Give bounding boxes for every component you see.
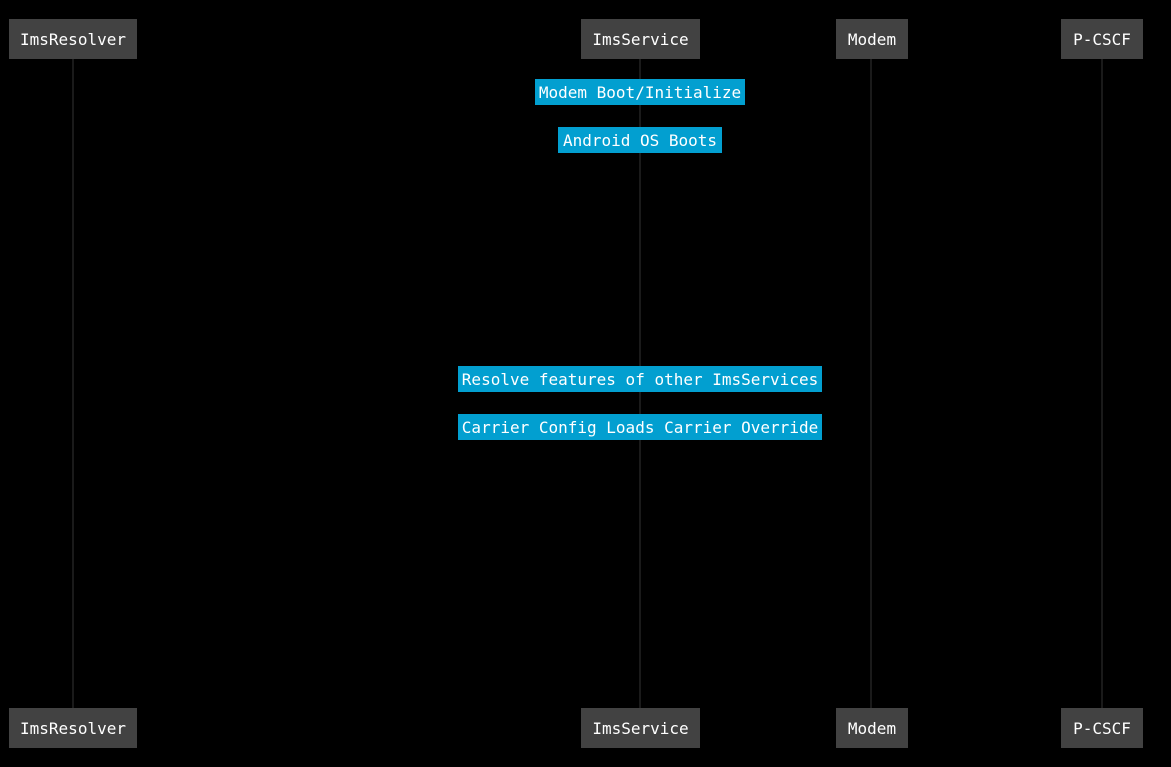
participant-label: ImsService [592,718,689,738]
participant-label: ImsService [592,29,689,49]
participant-label: P-CSCF [1073,29,1131,49]
participant-modem-bottom[interactable]: Modem [836,708,908,748]
participant-label: ImsResolver [20,29,126,49]
note-carrier-config: Carrier Config Loads Carrier Override [458,414,822,440]
lifeline-p-cscf [1101,59,1103,708]
participant-label: ImsResolver [20,718,126,738]
note-text: Carrier Config Loads Carrier Override [461,417,819,437]
note-text: Android OS Boots [562,130,718,150]
participant-ims-resolver-bottom[interactable]: ImsResolver [9,708,137,748]
note-resolve-features: Resolve features of other ImsServices [458,366,822,392]
participant-label: Modem [847,29,897,49]
note-text: Resolve features of other ImsServices [461,369,819,389]
participant-label: Modem [847,718,897,738]
lifeline-ims-resolver [72,59,74,708]
participant-p-cscf-top[interactable]: P-CSCF [1061,19,1143,59]
participant-label: P-CSCF [1073,718,1131,738]
participant-modem-top[interactable]: Modem [836,19,908,59]
participant-p-cscf-bottom[interactable]: P-CSCF [1061,708,1143,748]
participant-ims-service-bottom[interactable]: ImsService [581,708,700,748]
lifeline-modem [870,59,872,708]
note-android-os-boots: Android OS Boots [558,127,722,153]
participant-ims-service-top[interactable]: ImsService [581,19,700,59]
note-modem-boot: Modem Boot/Initialize [535,79,745,105]
participant-ims-resolver-top[interactable]: ImsResolver [9,19,137,59]
note-text: Modem Boot/Initialize [538,82,742,102]
